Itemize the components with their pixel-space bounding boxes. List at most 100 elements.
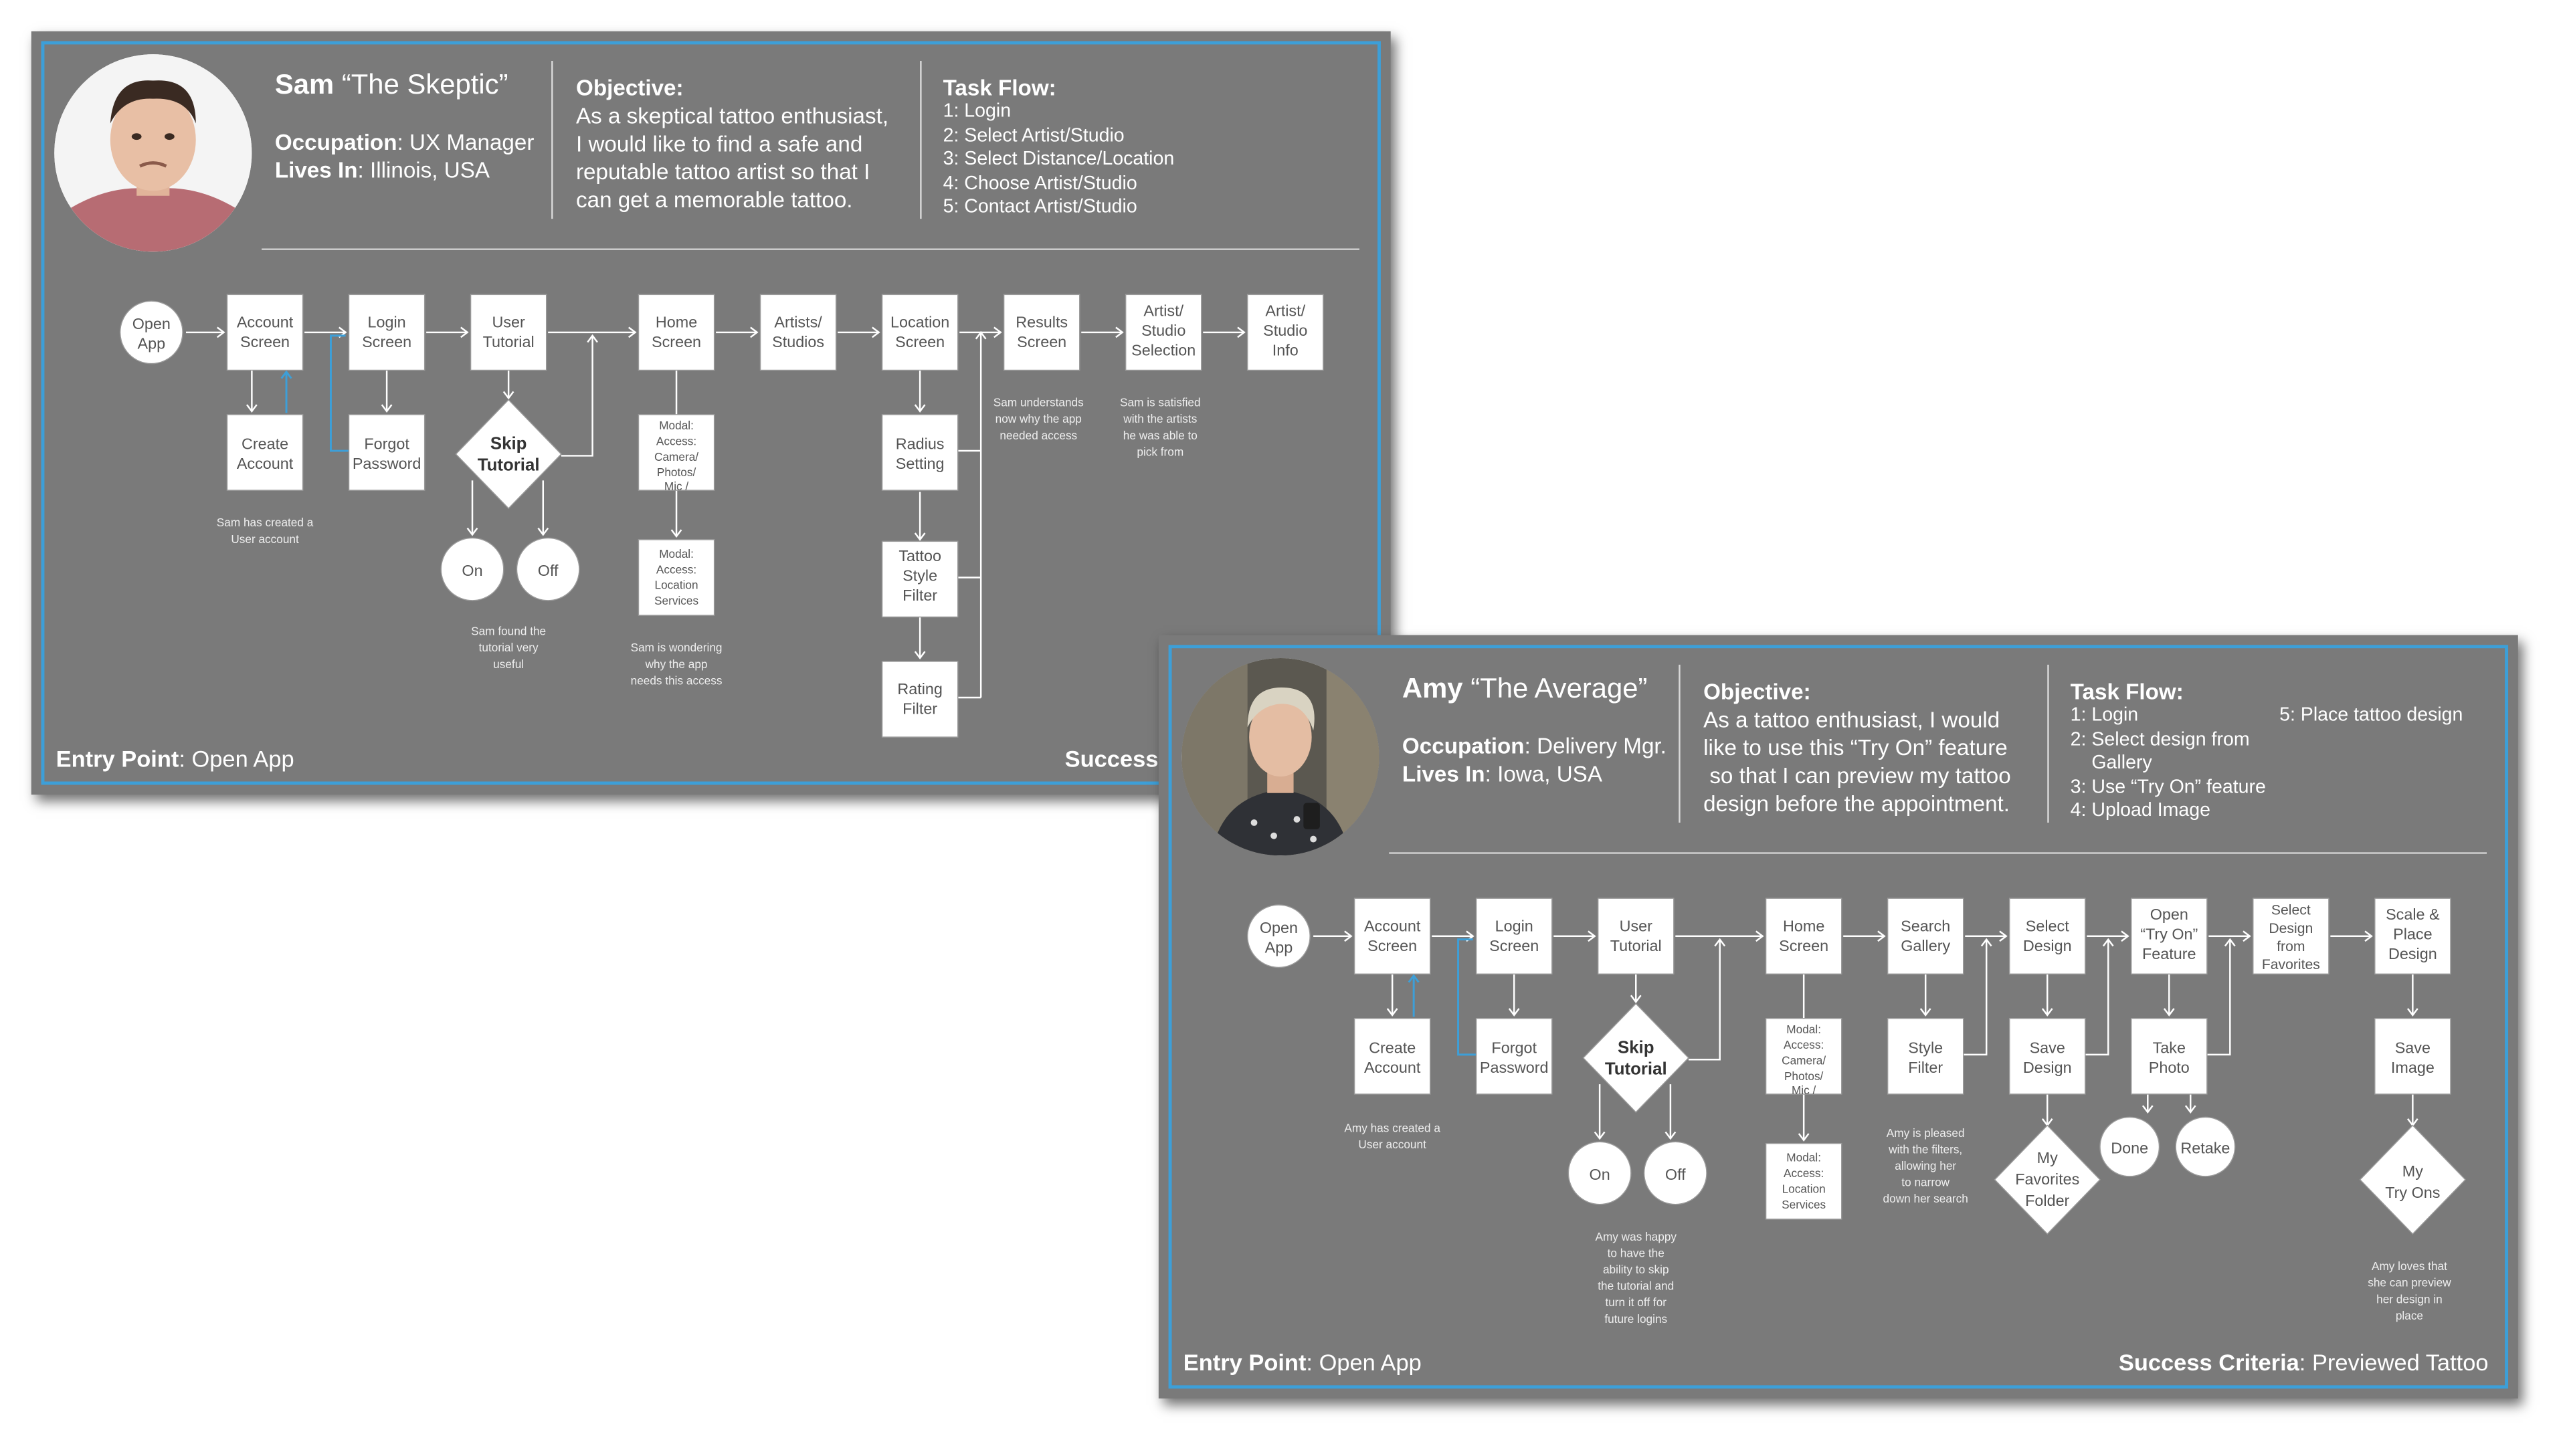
node-label: Screen xyxy=(895,333,945,350)
node-label: Services xyxy=(1782,1198,1826,1211)
node-label: Select xyxy=(2271,903,2311,918)
node-label: Search xyxy=(1901,917,1950,934)
node-label: App xyxy=(1265,938,1293,956)
node-label: Screen xyxy=(1489,937,1539,954)
node-label: User xyxy=(492,314,525,331)
task-flow-heading: Task Flow: xyxy=(943,76,1056,101)
node-label: My xyxy=(2402,1162,2423,1180)
node-label: Style xyxy=(1908,1039,1943,1056)
entry-point-value: Open App xyxy=(1319,1349,1422,1376)
node-label: Studio xyxy=(1141,322,1185,339)
node-label: On xyxy=(462,562,482,579)
flow-connectors xyxy=(1313,930,2418,1142)
node-label: Screen xyxy=(1779,937,1828,954)
entry-point-value: Open App xyxy=(191,745,294,772)
node-label: Artist/ xyxy=(1143,302,1183,319)
objective-line: reputable tattoo artist so that I xyxy=(576,159,870,185)
flow-node-on: On xyxy=(1567,1141,1632,1205)
node-label: Modal: xyxy=(1786,1023,1821,1036)
objective-line: As a skeptical tattoo enthusiast, xyxy=(576,103,889,128)
success-criteria-label: Success Criteria xyxy=(2118,1349,2299,1376)
node-label: Studio xyxy=(1263,322,1307,339)
node-label: Open xyxy=(132,315,171,332)
task-flow-item: 5: Place tattoo design xyxy=(2279,704,2463,726)
node-label: Select xyxy=(2026,917,2069,934)
task-flow-item: 4: Choose Artist/Studio xyxy=(943,172,1137,194)
node-label: Filter xyxy=(902,587,937,604)
node-label: Modal: xyxy=(659,547,694,560)
objective-line: can get a memorable tattoo. xyxy=(576,187,853,213)
separator xyxy=(920,61,922,219)
persona-nickname: “The Average” xyxy=(1470,673,1648,704)
flow-node-artists-studios: Artists/Studios xyxy=(759,294,837,371)
node-label: Save xyxy=(2395,1039,2431,1056)
node-label: Location xyxy=(1782,1182,1826,1196)
task-flow-item: Gallery xyxy=(2070,752,2152,774)
node-label: Take xyxy=(2153,1039,2186,1056)
node-label: Artist/ xyxy=(1265,302,1305,319)
node-label: Modal: xyxy=(1786,1151,1821,1164)
node-label: Results xyxy=(1016,314,1068,331)
node-label: Design xyxy=(2023,1059,2072,1076)
separator xyxy=(2047,664,2049,823)
persona-card-amy: Amy “The Average” Occupation: Delivery M… xyxy=(1158,635,2518,1398)
card-frame xyxy=(1168,645,2509,1389)
node-label: Forgot xyxy=(364,435,409,453)
svg-text:Modal:Access:Camera/Photos/Mic: Modal:Access:Camera/Photos/Mic / xyxy=(1782,1023,1826,1097)
occupation-label: Occupation xyxy=(1402,734,1525,759)
flow-node-off: Off xyxy=(1643,1141,1707,1205)
objective-heading: Objective: xyxy=(1703,679,1811,704)
node-label: Password xyxy=(353,455,421,472)
node-label: Skip xyxy=(490,435,527,453)
node-label: Open xyxy=(2150,906,2188,923)
entry-point-label: Entry Point xyxy=(56,745,179,772)
node-label: Access: xyxy=(1784,1166,1824,1180)
node-label: Camera/ xyxy=(654,450,698,463)
objective-line: like to use this “Try On” feature xyxy=(1703,735,2008,760)
node-label: Forgot xyxy=(1491,1039,1537,1056)
node-label: Home xyxy=(656,314,697,331)
node-label: Retake xyxy=(2180,1139,2230,1156)
node-label: Photos/ xyxy=(657,465,696,479)
occupation-label: Occupation xyxy=(274,130,397,155)
node-label: Favorites xyxy=(2262,957,2320,972)
node-label: Tutorial xyxy=(1605,1059,1667,1078)
flow-node-retake: Retake xyxy=(2175,1116,2236,1177)
card-frame xyxy=(41,41,1381,785)
task-flow-item: 3: Use “Try On” feature xyxy=(2070,776,2266,798)
persona-name: Amy xyxy=(1402,673,1463,704)
node-label: Access: xyxy=(656,434,696,447)
objective-heading: Objective: xyxy=(576,76,684,101)
node-label: Access: xyxy=(1784,1038,1824,1051)
divider xyxy=(1389,852,2487,854)
